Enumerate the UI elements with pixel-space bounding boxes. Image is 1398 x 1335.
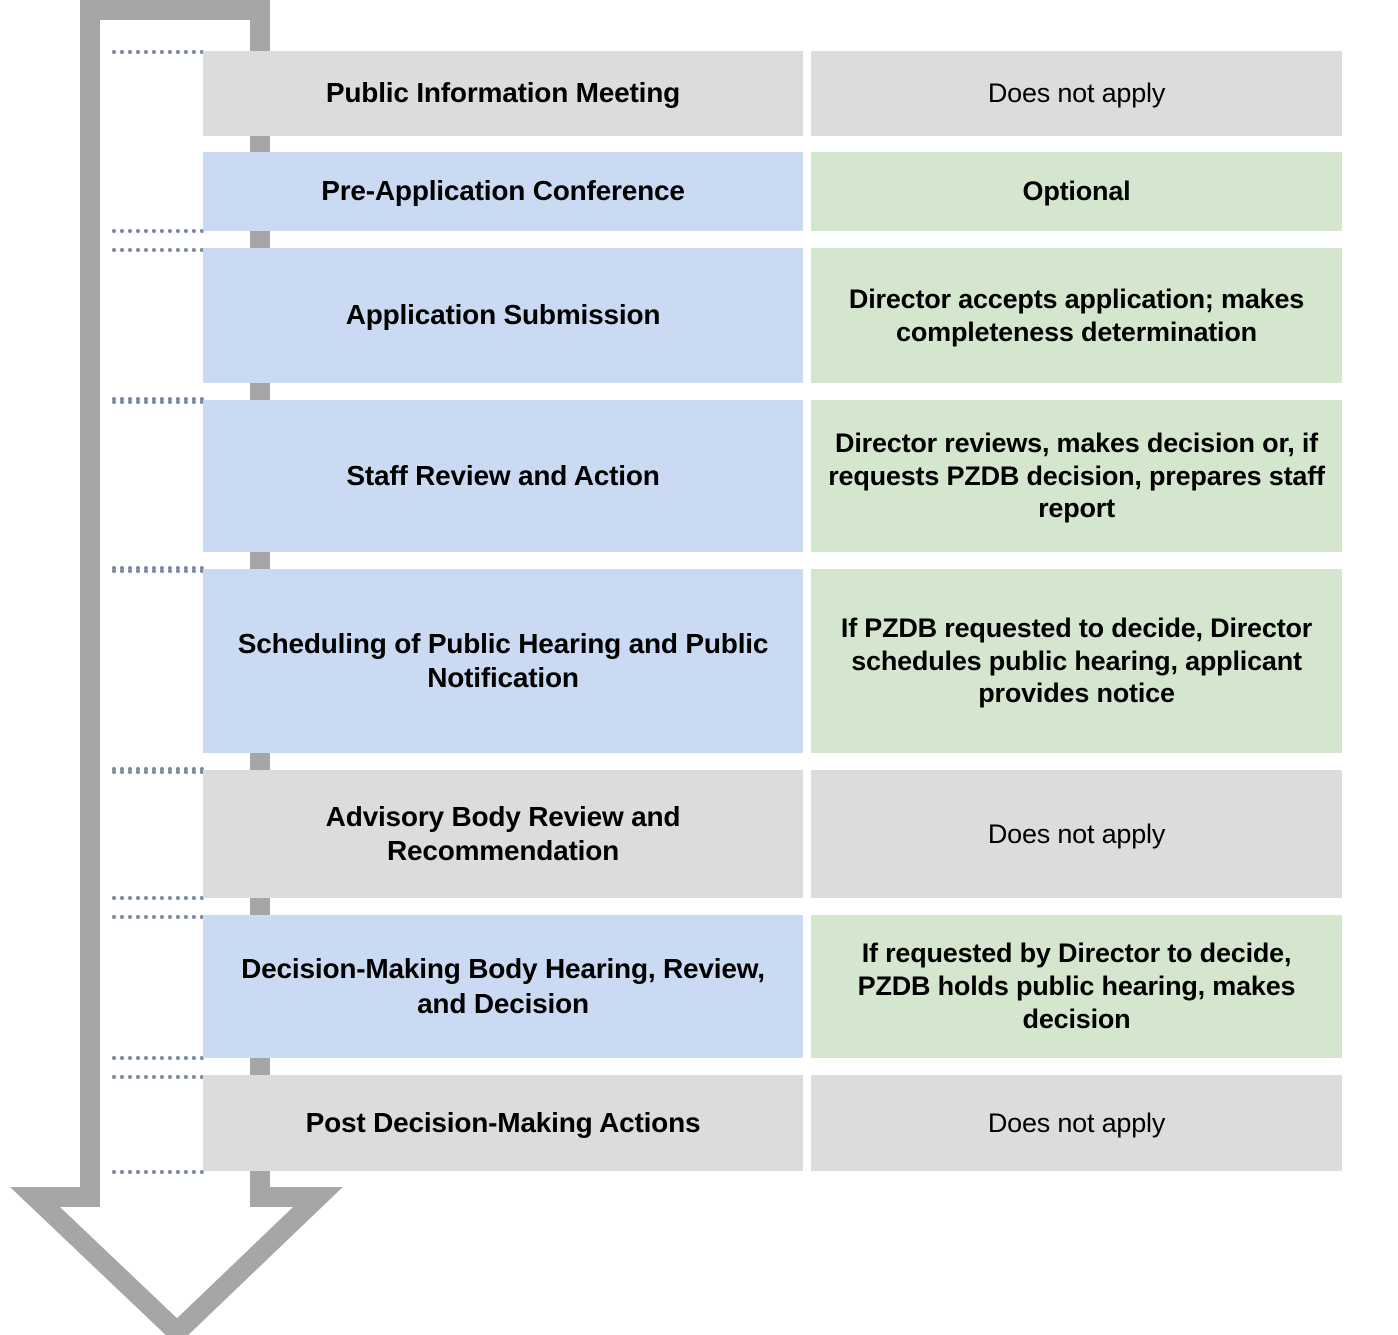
action-box[interactable]: If PZDB requested to decide, Director sc… bbox=[811, 569, 1342, 753]
action-box[interactable]: If requested by Director to decide, PZDB… bbox=[811, 915, 1342, 1058]
process-step-box[interactable]: Pre-Application Conference bbox=[203, 152, 803, 231]
process-step-label: Advisory Body Review and Recommendation bbox=[325, 800, 681, 866]
action-box[interactable]: Does not apply bbox=[811, 1075, 1342, 1171]
process-step-label: Decision-Making Body Hearing, Review, an… bbox=[241, 953, 765, 1019]
connector-tab bbox=[253, 27, 266, 53]
action-label: Does not apply bbox=[987, 1107, 1166, 1138]
tie-line bbox=[112, 229, 204, 233]
tie-line bbox=[112, 896, 204, 900]
connector-tab bbox=[253, 751, 266, 772]
action-label: Director accepts application; makes comp… bbox=[848, 283, 1305, 347]
action-box[interactable]: Does not apply bbox=[811, 51, 1342, 136]
process-step-label: Pre-Application Conference bbox=[321, 175, 685, 207]
action-label: Optional bbox=[1022, 176, 1131, 207]
action-box[interactable]: Director accepts application; makes comp… bbox=[811, 248, 1342, 383]
action-label: Director reviews, makes decision or, if … bbox=[828, 427, 1325, 524]
process-step-box[interactable]: Advisory Body Review and Recommendation bbox=[203, 770, 803, 898]
action-label: If PZDB requested to decide, Director sc… bbox=[840, 612, 1313, 709]
connector-tab bbox=[253, 896, 266, 917]
tie-line bbox=[112, 50, 204, 54]
tie-line bbox=[112, 569, 204, 573]
process-step-box[interactable]: Public Information Meeting bbox=[203, 51, 803, 136]
process-step-box[interactable]: Post Decision-Making Actions bbox=[203, 1075, 803, 1171]
process-step-label: Post Decision-Making Actions bbox=[305, 1106, 701, 1138]
action-label: If requested by Director to decide, PZDB… bbox=[857, 938, 1296, 1034]
process-step-label: Staff Review and Action bbox=[346, 459, 660, 491]
action-box[interactable]: Director reviews, makes decision or, if … bbox=[811, 400, 1342, 552]
tie-line bbox=[112, 248, 204, 252]
process-step-box[interactable]: Application Submission bbox=[203, 248, 803, 383]
process-step-label: Public Information Meeting bbox=[325, 77, 681, 109]
connector-tab bbox=[253, 1169, 266, 1197]
process-step-box[interactable]: Staff Review and Action bbox=[203, 400, 803, 552]
process-step-label: Scheduling of Public Hearing and Public … bbox=[237, 627, 769, 693]
tie-line bbox=[112, 397, 204, 401]
action-label: Does not apply bbox=[987, 78, 1166, 109]
tie-line bbox=[112, 1056, 204, 1060]
process-step-box[interactable]: Scheduling of Public Hearing and Public … bbox=[203, 569, 803, 753]
tie-line bbox=[112, 767, 204, 771]
tie-line bbox=[112, 1075, 204, 1079]
action-box[interactable]: Optional bbox=[811, 152, 1342, 231]
process-step-label: Application Submission bbox=[345, 299, 661, 331]
tie-line bbox=[112, 1170, 204, 1174]
connector-tab bbox=[253, 229, 266, 250]
tie-line bbox=[112, 566, 204, 570]
connector-tab bbox=[253, 381, 266, 402]
connector-tab bbox=[253, 550, 266, 571]
tie-line bbox=[112, 915, 204, 919]
connector-tab bbox=[253, 1056, 266, 1077]
action-label: Does not apply bbox=[987, 818, 1166, 849]
connector-tab bbox=[253, 134, 266, 154]
action-box[interactable]: Does not apply bbox=[811, 770, 1342, 898]
process-step-box[interactable]: Decision-Making Body Hearing, Review, an… bbox=[203, 915, 803, 1058]
tie-line bbox=[112, 770, 204, 774]
tie-line bbox=[112, 400, 204, 404]
